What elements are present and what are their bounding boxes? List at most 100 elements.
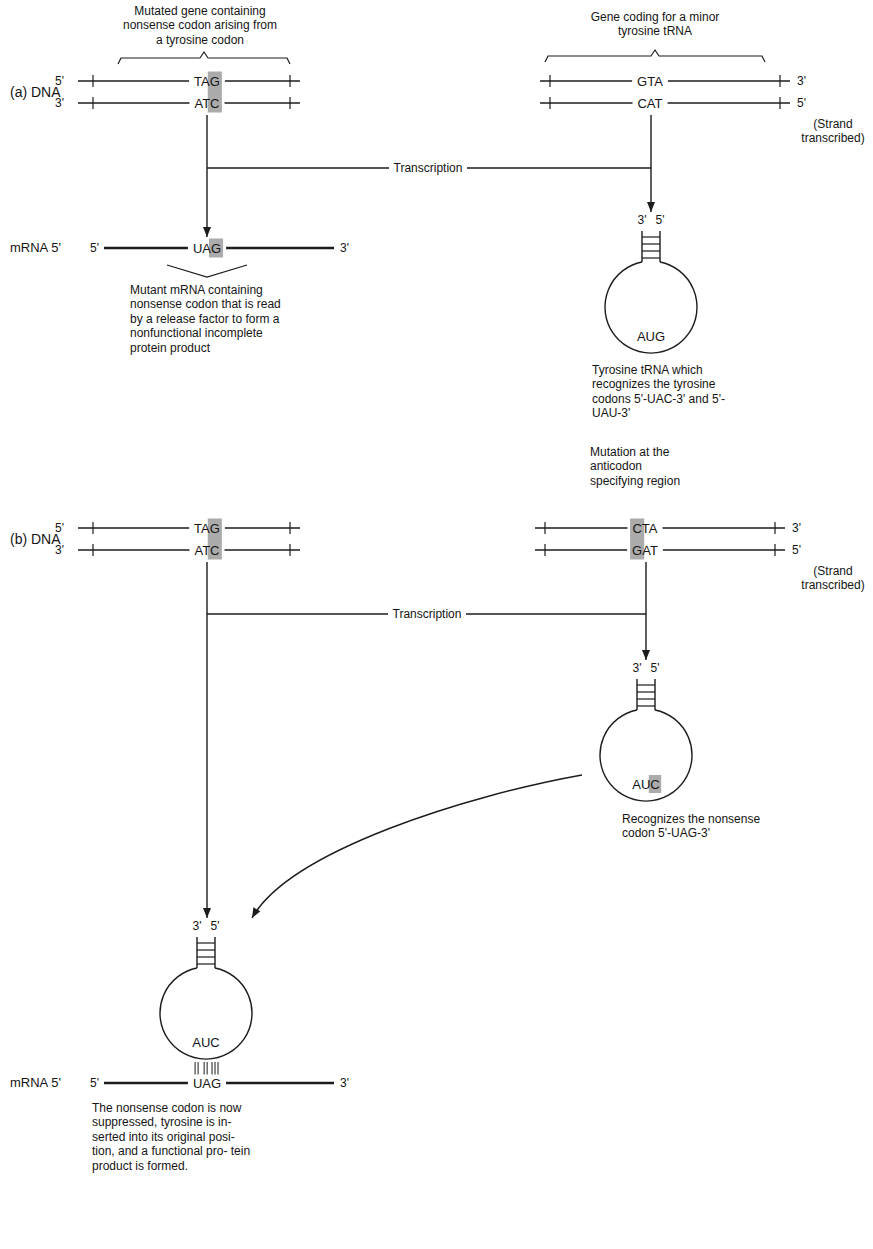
strand-end-label: 3' xyxy=(797,75,806,87)
dna-strand xyxy=(540,102,632,103)
annotation-text: Mutation at the anticodon specifying reg… xyxy=(590,445,686,488)
trna-stem xyxy=(196,937,197,968)
arrowhead xyxy=(203,227,211,237)
annotation-text: (Strand transcribed) xyxy=(796,564,870,593)
gene-bracket xyxy=(118,52,290,64)
base-pair-rung xyxy=(642,250,660,251)
codon-sequence: UAG xyxy=(193,242,221,255)
base-pair-rung xyxy=(637,684,655,685)
strand-end-label: 3' xyxy=(638,214,647,226)
arrow-line xyxy=(650,115,651,212)
trna-stem xyxy=(641,231,642,262)
anticodon-loop xyxy=(600,710,692,801)
annotation-text: Gene coding for a minor tyrosine tRNA xyxy=(590,10,720,39)
arrowhead xyxy=(642,650,650,660)
transcription-arrow xyxy=(203,115,211,237)
codon-sequence: TAG xyxy=(194,522,220,535)
arrowhead xyxy=(203,908,211,918)
annotation-text: (Strand transcribed) xyxy=(796,117,870,146)
gene-boundary-tick xyxy=(544,544,545,556)
hydrogen-bond-mark xyxy=(215,1062,216,1075)
annotation-text: (a) DNA xyxy=(10,84,61,101)
annotation-text: Mutated gene containing nonsense codon a… xyxy=(120,4,280,47)
arrowhead xyxy=(647,202,655,212)
gene-boundary-tick xyxy=(544,522,545,534)
arrow-line xyxy=(645,562,646,660)
dna-drawing xyxy=(55,70,310,115)
dna-strand xyxy=(535,527,627,528)
anticodon-loop xyxy=(605,262,697,353)
strand-end-label: 3' xyxy=(792,522,801,534)
dna-strand xyxy=(663,549,785,550)
gene-boundary-tick xyxy=(779,97,780,109)
gene-boundary-tick xyxy=(549,97,550,109)
transcription-arrow xyxy=(252,775,582,918)
dna-drawing xyxy=(535,70,815,115)
dna-molecule: CTA3'GAT5' xyxy=(530,517,810,562)
gene-boundary-tick xyxy=(289,544,290,556)
arrowhead xyxy=(252,907,260,918)
dna-molecule: 5'TAG3'ATC xyxy=(55,70,310,115)
codon-sequence: CAT xyxy=(637,97,662,110)
hydrogen-bond-mark xyxy=(195,1062,196,1075)
mrna-strand xyxy=(226,1082,334,1085)
strand-end-label: 3' xyxy=(193,920,202,932)
strand-end-label: 5' xyxy=(90,1077,99,1089)
codon-sequence: ATC xyxy=(194,97,219,110)
mrna-strand xyxy=(226,247,334,250)
dna-strand xyxy=(668,80,790,81)
mrna-molecule: 5' UAG 3' xyxy=(90,1072,355,1094)
dna-strand xyxy=(225,102,300,103)
dna-molecule: 5'TAG3'ATC xyxy=(55,517,310,562)
codon-sequence: GTA xyxy=(637,75,663,88)
arrow-line xyxy=(206,115,207,237)
trna-molecule: 3'5'AUC xyxy=(142,918,272,1063)
base-pair-rung xyxy=(197,949,215,950)
transcription-arrow xyxy=(647,115,655,212)
hydrogen-bond-mark xyxy=(198,1062,199,1075)
annotation-text: (b) DNA xyxy=(10,531,61,548)
hydrogen-bond-mark xyxy=(204,1062,205,1075)
hydrogen-bond-mark xyxy=(212,1062,213,1075)
dna-molecule: GTA3'CAT5' xyxy=(535,70,815,115)
codon-sequence: AUC xyxy=(632,778,659,791)
base-pair-rung xyxy=(642,243,660,244)
mrna-drawing xyxy=(90,237,355,259)
anticodon-loop xyxy=(160,968,252,1059)
hydrogen-bond-mark xyxy=(207,1062,208,1075)
dna-drawing xyxy=(530,517,810,562)
base-pair-rung xyxy=(197,942,215,943)
strand-end-label: 5' xyxy=(792,544,801,556)
dna-strand xyxy=(663,527,785,528)
gene-boundary-tick xyxy=(779,75,780,87)
gene-boundary-tick xyxy=(774,522,775,534)
gene-boundary-tick xyxy=(92,522,93,534)
strand-end-label: 3' xyxy=(340,1077,349,1089)
annotation-text: Tyrosine tRNA which recognizes the tyros… xyxy=(592,363,732,421)
strand-end-label: 3' xyxy=(340,242,349,254)
codon-sequence: UAG xyxy=(193,1077,221,1090)
gene-boundary-tick xyxy=(289,75,290,87)
base-pair-rung xyxy=(197,956,215,957)
base-pair-rung xyxy=(197,963,215,964)
codon-sequence: AUG xyxy=(637,330,665,343)
trna-stem xyxy=(659,231,660,262)
gene-boundary-tick xyxy=(549,75,550,87)
dna-strand xyxy=(78,80,189,81)
base-pair-rung xyxy=(642,257,660,258)
dna-strand xyxy=(225,80,300,81)
annotation-text: mRNA 5' xyxy=(10,240,61,256)
trna-stem xyxy=(636,679,637,710)
gene-boundary-tick xyxy=(92,75,93,87)
dna-strand xyxy=(535,549,627,550)
arrow-line xyxy=(252,775,582,918)
gene-boundary-tick xyxy=(92,97,93,109)
gene-boundary-tick xyxy=(289,97,290,109)
strand-end-label: 5' xyxy=(656,214,665,226)
annotation-text: mRNA 5' xyxy=(10,1075,61,1091)
gene-boundary-tick xyxy=(774,544,775,556)
trna-stem xyxy=(654,679,655,710)
arrow-line xyxy=(206,562,207,918)
